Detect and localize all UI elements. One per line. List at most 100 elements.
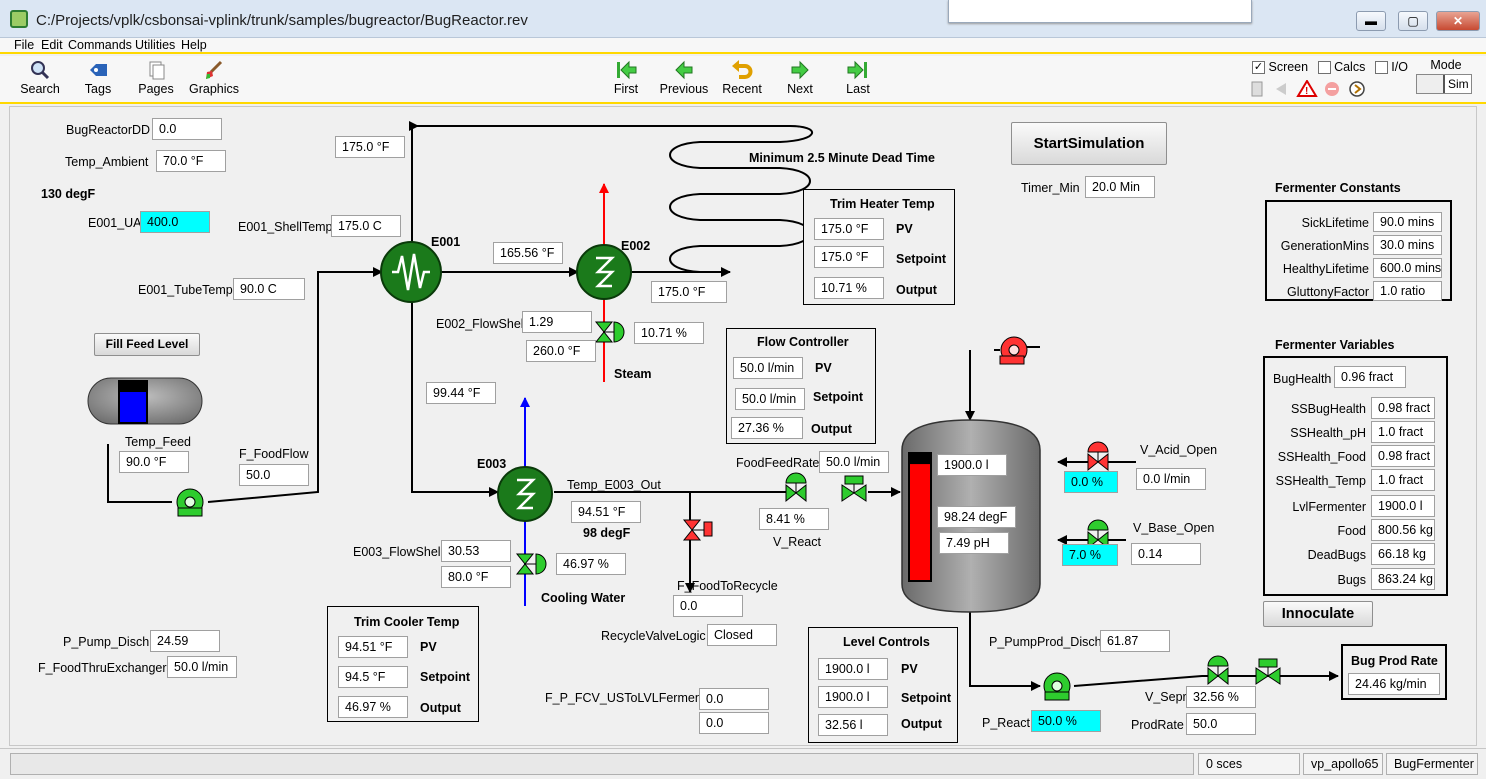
maximize-button[interactable]: ▢ — [1398, 11, 1428, 31]
e001-shelltemp-field[interactable]: 175.0 C — [331, 215, 401, 237]
f-foodthru-field[interactable]: 50.0 l/min — [167, 656, 237, 678]
recycle-valve[interactable] — [682, 519, 713, 541]
level-controls-sp[interactable]: 1900.0 l — [818, 686, 888, 708]
mode-toggle[interactable]: Sim — [1416, 74, 1472, 94]
p-pumpprod-field[interactable]: 61.87 — [1100, 630, 1170, 652]
minimize-button[interactable]: ▬ — [1356, 11, 1386, 31]
fermenter-variable-value[interactable]: 863.24 kg — [1371, 568, 1435, 590]
menu-utilities[interactable]: Utilities — [135, 38, 176, 52]
fill-feed-level-button[interactable]: Fill Feed Level — [94, 333, 200, 356]
trim-heater-out[interactable]: 10.71 % — [814, 277, 884, 299]
fcv-field-2[interactable]: 0.0 — [699, 712, 769, 734]
cooling-valve[interactable] — [515, 553, 547, 575]
fermenter-variable-value[interactable]: 0.98 fract — [1371, 397, 1435, 419]
innoculate-button[interactable]: Innoculate — [1263, 601, 1373, 627]
trim-heater-sp[interactable]: 175.0 °F — [814, 246, 884, 268]
air-blower[interactable] — [999, 336, 1040, 365]
fermenter-constant-value[interactable]: 1.0 ratio — [1373, 281, 1442, 301]
fermenter-variable-value[interactable]: 66.18 kg — [1371, 543, 1435, 565]
menu-commands[interactable]: Commands — [68, 38, 132, 52]
previous-button[interactable]: Previous — [654, 60, 714, 96]
bugreactordd-field[interactable]: 0.0 — [152, 118, 222, 140]
e002-out-temp-field[interactable]: 175.0 °F — [651, 281, 727, 303]
exchanger-e002[interactable] — [576, 244, 632, 300]
v-sepr-valve[interactable] — [1207, 655, 1229, 686]
exchanger-e001[interactable] — [380, 241, 442, 303]
fcv-field-1[interactable]: 0.0 — [699, 688, 769, 710]
recent-button[interactable]: Recent — [712, 60, 772, 96]
p-react-field[interactable]: 50.0 % — [1031, 710, 1101, 732]
f-foodflow-field[interactable]: 50.0 — [239, 464, 309, 486]
reactor-ph-field[interactable]: 7.49 pH — [939, 532, 1009, 554]
start-simulation-button[interactable]: StartSimulation — [1011, 122, 1167, 165]
exchanger-e003[interactable] — [497, 466, 553, 522]
cooling-valve-field[interactable]: 46.97 % — [556, 553, 626, 575]
search-button[interactable]: Search — [10, 60, 70, 96]
level-controls-out[interactable]: 32.56 l — [818, 714, 888, 736]
v-react-field[interactable]: 8.41 % — [759, 508, 829, 530]
v-base-flow-field[interactable]: 0.14 — [1131, 543, 1201, 565]
temp-feed-field[interactable]: 90.0 °F — [119, 451, 189, 473]
trim-cooler-sp[interactable]: 94.5 °F — [338, 666, 408, 688]
next-button[interactable]: Next — [770, 60, 830, 96]
tags-button[interactable]: Tags — [68, 60, 128, 96]
fermenter-variable-value[interactable]: 1.0 fract — [1371, 469, 1435, 491]
fermenter-variable-value[interactable]: 1.0 fract — [1371, 421, 1435, 443]
fermenter-constant-value[interactable]: 30.0 mins — [1373, 235, 1442, 255]
v-acid-pct-field[interactable]: 0.0 % — [1064, 471, 1118, 493]
sepr-block-valve[interactable] — [1255, 658, 1281, 685]
fermenter-constant-value[interactable]: 90.0 mins — [1373, 212, 1442, 232]
info-icon[interactable] — [1349, 81, 1365, 97]
bug-prod-rate-field[interactable]: 24.46 kg/min — [1348, 673, 1440, 695]
bughealth-field[interactable]: 0.96 fract — [1334, 366, 1406, 388]
product-pump[interactable] — [1043, 672, 1071, 701]
close-button[interactable]: ✕ — [1436, 11, 1480, 31]
e002-flowshell-field[interactable]: 1.29 — [522, 311, 592, 333]
v-base-pct-field[interactable]: 7.0 % — [1062, 544, 1118, 566]
recyclevalvelogic-field[interactable]: Closed — [707, 624, 777, 646]
top-pipe-temp-field[interactable]: 175.0 °F — [335, 136, 405, 158]
fermenter-variable-value[interactable]: 1900.0 l — [1371, 495, 1435, 517]
acid-valve[interactable] — [1087, 441, 1109, 472]
trim-cooler-out[interactable]: 46.97 % — [338, 696, 408, 718]
graphics-button[interactable]: Graphics — [184, 60, 244, 96]
e003-shell-temp-field[interactable]: 80.0 °F — [441, 566, 511, 588]
screen-checkbox[interactable]: ✓ — [1252, 61, 1265, 75]
temp-ambient-field[interactable]: 70.0 °F — [156, 150, 226, 172]
warning-icon[interactable] — [1296, 80, 1318, 97]
fermenter-variable-value[interactable]: 800.56 kg — [1371, 519, 1435, 541]
calcs-checkbox[interactable] — [1317, 61, 1331, 75]
last-button[interactable]: Last — [828, 60, 888, 96]
e001-tubetemp-field[interactable]: 90.0 C — [233, 278, 305, 300]
steam-valve-field[interactable]: 10.71 % — [634, 322, 704, 344]
temp-e003-out-field[interactable]: 94.51 °F — [571, 501, 641, 523]
prodrate-field[interactable]: 50.0 — [1186, 713, 1256, 735]
reactor-level-field[interactable]: 1900.0 l — [937, 454, 1007, 476]
menu-file[interactable]: File — [14, 38, 35, 52]
steam-valve[interactable] — [594, 321, 625, 343]
fcv-valve[interactable] — [841, 475, 867, 502]
foodfeedrate-field[interactable]: 50.0 l/min — [819, 451, 889, 473]
pages-button[interactable]: Pages — [126, 60, 186, 96]
flow-controller-pv[interactable]: 50.0 l/min — [733, 357, 803, 379]
fermenter-constant-value[interactable]: 600.0 mins — [1373, 258, 1442, 278]
menu-help[interactable]: Help — [181, 38, 207, 52]
e001-ua-field[interactable]: 400.0 — [140, 211, 210, 233]
e001-out-temp-field[interactable]: 165.56 °F — [493, 242, 563, 264]
flow-controller-out[interactable]: 27.36 % — [731, 417, 803, 439]
e003-flowshell-field[interactable]: 30.53 — [441, 540, 511, 562]
v-sepr-field[interactable]: 32.56 % — [1186, 686, 1256, 708]
flow-controller-sp[interactable]: 50.0 l/min — [735, 388, 805, 410]
e001-outlet-temp-field[interactable]: 99.44 °F — [426, 382, 496, 404]
first-button[interactable]: First — [596, 60, 656, 96]
trim-heater-pv[interactable]: 175.0 °F — [814, 218, 884, 240]
io-checkbox[interactable] — [1374, 61, 1388, 75]
e002-shell-temp-field[interactable]: 260.0 °F — [526, 340, 596, 362]
timer-min-field[interactable]: 20.0 Min — [1085, 176, 1155, 198]
trim-cooler-pv[interactable]: 94.51 °F — [338, 636, 408, 658]
feed-pump[interactable] — [176, 488, 204, 517]
reactor-temp-field[interactable]: 98.24 degF — [937, 506, 1016, 528]
p-pump-disch-field[interactable]: 24.59 — [150, 630, 220, 652]
fermenter-variable-value[interactable]: 0.98 fract — [1371, 445, 1435, 467]
v-acid-flow-field[interactable]: 0.0 l/min — [1136, 468, 1206, 490]
